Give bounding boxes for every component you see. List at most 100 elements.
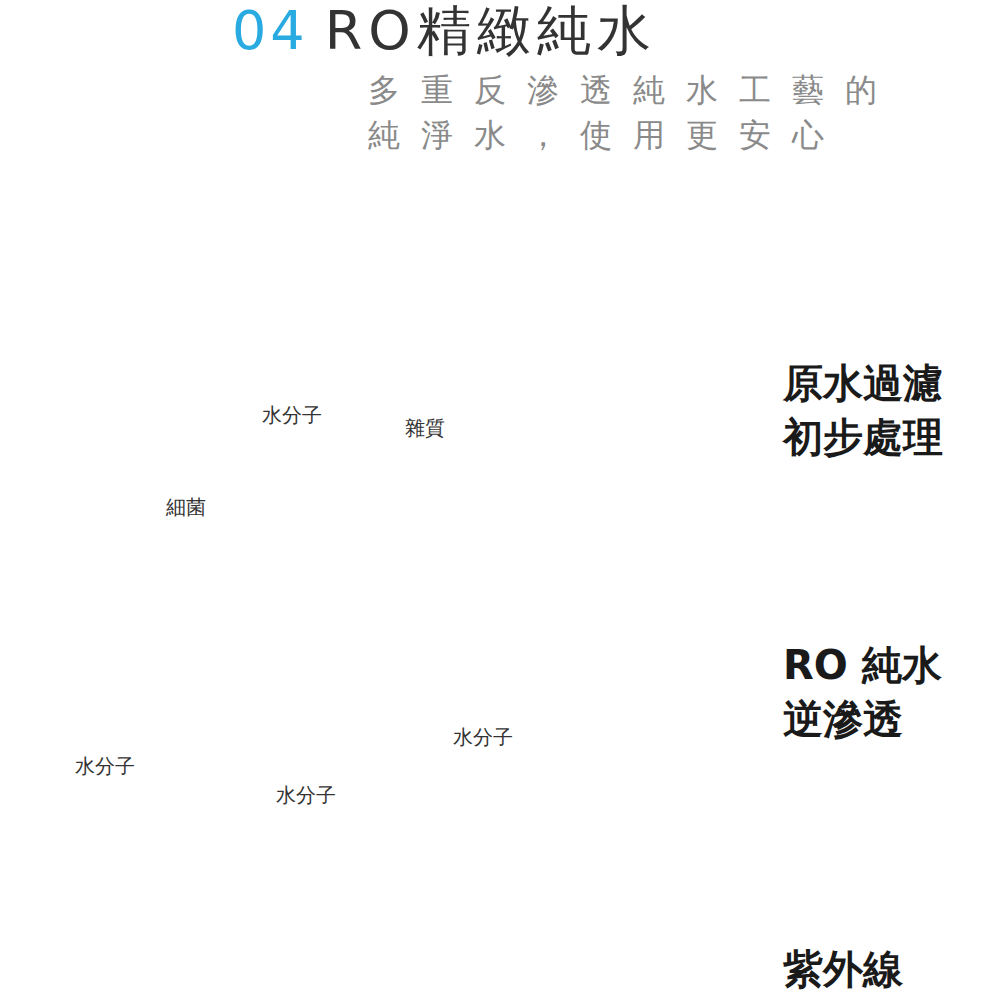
layer-shape [0, 570, 1000, 930]
germ-spike [35, 365, 43, 371]
water-drop [223, 248, 263, 308]
germ-stripe [432, 208, 474, 250]
germ-spike [74, 354, 84, 357]
uv-ray [140, 938, 625, 1000]
filter-layer [0, 285, 750, 598]
germ-spike [441, 208, 446, 213]
water-drop [467, 660, 504, 716]
ro-membrane [0, 588, 750, 895]
germ-spike [30, 354, 40, 357]
germ-spike [444, 210, 450, 214]
water-drop [74, 423, 101, 464]
germ-spike [75, 336, 82, 343]
germ-stripe [167, 435, 205, 473]
water-drop [297, 741, 317, 771]
bacteria-icon [159, 427, 212, 480]
germ-spike [436, 368, 441, 373]
germ-spike [444, 229, 450, 233]
water-drop [263, 300, 319, 384]
germ-spike [62, 377, 69, 384]
germ-spike [420, 390, 422, 396]
germ-spike [411, 370, 416, 374]
drop-highlight [211, 802, 214, 806]
germ-spike [168, 463, 173, 468]
germ-spike [434, 386, 439, 390]
germ-spike [179, 438, 181, 444]
germ-spike [411, 386, 416, 390]
germ-spike [194, 444, 199, 448]
ro-membrane-side [0, 858, 440, 913]
drop-highlight [89, 448, 96, 457]
water-drop [204, 790, 216, 809]
water-beam [185, 830, 440, 1000]
water-drop [526, 340, 553, 381]
uv-ray [140, 974, 735, 1000]
particle-label: 水分子 [276, 783, 336, 807]
particle-label: 水分子 [75, 754, 135, 778]
filter-layer-side [195, 395, 750, 620]
germ-stripe [440, 200, 482, 242]
filter-layer-side [0, 540, 195, 620]
germ-spike [463, 200, 468, 205]
germ-spike [417, 394, 422, 399]
germ-spike [194, 462, 199, 466]
germ-spike [32, 367, 39, 374]
water-drop [467, 660, 504, 716]
uv-ray [140, 956, 680, 1000]
water-drop [74, 423, 101, 464]
germ-spike [177, 470, 182, 475]
impurity-icon [27, 326, 87, 384]
germ-spike [477, 219, 482, 224]
germ-spike [45, 326, 52, 333]
germ-spike [470, 229, 476, 233]
germ-spike [32, 336, 39, 343]
germ-spike [454, 203, 456, 210]
text-holder: 水分子 [75, 754, 135, 778]
germ-stripe [159, 443, 197, 481]
water-drop [319, 283, 350, 330]
germ-spike [451, 200, 456, 205]
germ-spike [406, 378, 411, 383]
particle-label: 細菌 [166, 495, 206, 519]
germ-spike [409, 368, 414, 373]
germ-body [38, 336, 76, 374]
water-beam [145, 508, 472, 758]
germ-spike [168, 442, 173, 447]
germ-spike [167, 454, 174, 456]
text-holder: 水分子 [453, 725, 513, 749]
drop-highlight [488, 695, 498, 708]
germ-body [413, 368, 437, 392]
germ-spike [428, 361, 433, 366]
germ-spike [473, 221, 480, 223]
germ-spike [49, 371, 52, 380]
text-holder: 細菌 [166, 495, 206, 519]
drop-highlight [541, 365, 548, 374]
germ-spike [71, 365, 79, 371]
germ-body [446, 208, 475, 237]
text-holder: RO精緻純水 [325, 4, 657, 58]
germ-spike [463, 238, 468, 243]
germ-stripes [432, 192, 491, 251]
drop-highlight [308, 759, 313, 766]
water-drop [433, 971, 450, 997]
germ-spike [170, 462, 175, 466]
germ-stripes [159, 427, 212, 480]
text-holder: 04 [232, 4, 309, 58]
germ-spike [170, 444, 175, 448]
particle-label: 水分子 [262, 403, 322, 427]
germ-spike [27, 351, 34, 358]
germ-spike [436, 388, 441, 393]
particle-label: 雜質 [405, 416, 445, 440]
ro-membrane-side [440, 705, 750, 913]
particle-label: 水分子 [453, 725, 513, 749]
bacteria-icon [432, 192, 491, 251]
water-drop [74, 698, 85, 715]
germ-body [172, 442, 198, 468]
uv-ray [140, 884, 460, 930]
germ-spike [428, 390, 430, 396]
water-drop [319, 283, 350, 330]
text-holder: 紫外線 [783, 942, 959, 996]
stage-heading: 原水過濾 初步處理 [783, 356, 959, 464]
drop-highlight [335, 312, 343, 323]
water-drop [95, 708, 116, 740]
